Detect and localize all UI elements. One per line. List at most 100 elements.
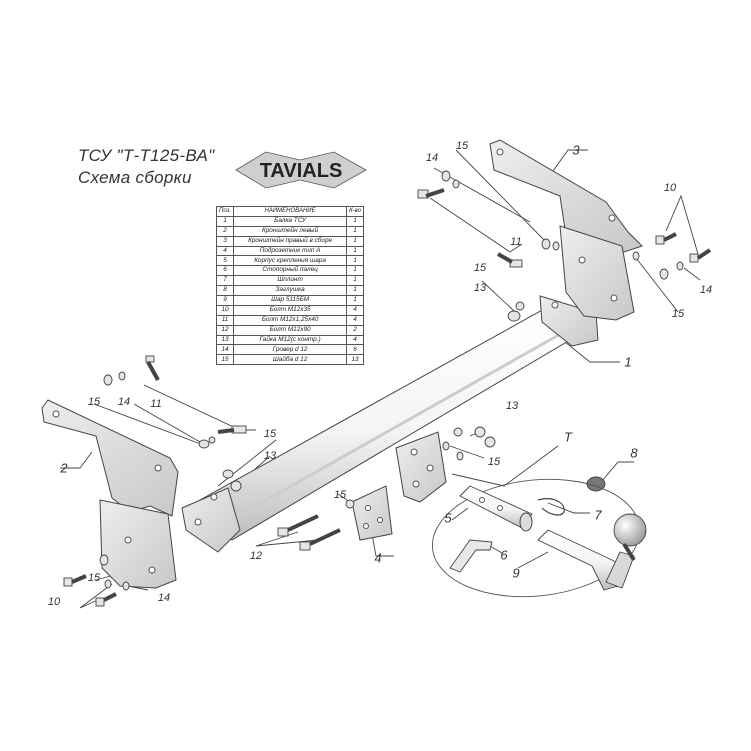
callout-10-left: 10 [47,596,61,608]
callout-7: 7 [594,507,602,523]
part-quantity: 1 [346,215,364,227]
callout-9: 9 [512,565,520,581]
part-position: 14 [215,344,235,356]
callout-14-left-top: 14 [117,396,131,408]
callout-11-right: 11 [510,236,522,248]
part-position: 9 [215,295,235,306]
col-header-qty: К-во [346,206,364,217]
callout-15-left-top: 15 [87,396,101,408]
part-quantity: 1 [346,235,364,247]
parts-table-header: Поз. НАИМЕНОВАНИЕ К-во [215,206,364,217]
bolt-11-right-b [497,252,523,268]
left-bracket [41,399,179,589]
callout-15-left-mid: 15 [263,428,277,440]
part-name: Болт М12х35 [233,304,348,316]
part-position: 11 [215,314,235,326]
diagram-title: ТСУ "Т-Т125-ВА" [78,146,215,165]
callout-13-left: 13 [263,450,277,462]
part-quantity: 13 [346,354,364,366]
callout-5: 5 [444,510,452,526]
callout-1: 1 [624,354,632,370]
part-position: 1 [215,215,235,227]
part-position: 5 [215,255,235,267]
tow-bar-beam [181,295,599,553]
callout-14-right: 14 [699,284,713,296]
bolts [63,188,712,607]
part-name: Кронштейн левый [233,225,348,237]
callout-14-right-top: 14 [425,152,439,164]
callout-6: 6 [500,547,508,563]
part-quantity: 1 [346,285,364,297]
part-name: Подрозетник тип А [233,245,348,257]
tavials-logo: TAVIALS [235,151,367,189]
callout-8: 8 [630,445,638,461]
callout-15-right-mid: 15 [473,262,487,274]
part-name: Кронштейн правый в сборе [233,235,348,247]
part-position: 12 [215,324,235,336]
part-name: Болт М12х90 [233,324,348,336]
callout-15-center-right: 15 [487,456,501,468]
bolt-12-a [277,514,319,537]
part-name: Шар 5115БМ [233,295,348,306]
part-quantity: 1 [346,255,364,267]
callout-11-left: 11 [150,398,162,410]
part-quantity: 1 [346,245,364,257]
col-header-name: НАИМЕНОВАНИЕ [233,206,348,217]
ball-set [431,478,647,598]
part-name: Стопорный палец [233,265,348,277]
part-position: 7 [215,275,235,287]
logo-text: TAVIALS [260,160,343,182]
part-quantity: 1 [346,295,364,306]
part-position: 4 [215,245,235,257]
callout-13-right: 13 [473,282,487,294]
callout-T: T [564,429,572,445]
socket-plate [351,485,393,541]
bolt-10-left-b [95,592,117,607]
callout-13-center: 13 [505,400,519,412]
bolt-10-left-a [63,574,87,587]
callout-15-left: 15 [87,572,101,584]
part-position: 13 [215,334,235,346]
part-name: Балка ТСУ [233,215,348,227]
part-position: 10 [215,304,235,316]
part-position: 8 [215,285,235,297]
bolt-11-left-a [145,355,160,381]
bolt-10-right-a [655,232,677,245]
part-quantity: 2 [346,324,364,336]
part-quantity: 6 [346,344,364,356]
part-position: 15 [215,354,235,366]
col-header-pos: Поз. [215,206,235,217]
bolt-12-b [299,528,341,551]
part-quantity: 4 [346,304,364,316]
part-quantity: 4 [346,334,364,346]
part-name: Гайка М12(с контр.) [233,334,348,346]
part-quantity: 1 [346,225,364,237]
part-name: Болт М12х1,25х40 [233,314,348,326]
part-position: 2 [215,225,235,237]
bolt-11-left-b [217,425,247,434]
part-name: Шплинт [233,275,348,287]
callout-3: 3 [572,142,580,158]
part-name: Заглушка [233,285,348,297]
callout-12: 12 [249,550,263,562]
bolt-10-right-b [689,248,712,263]
part-name: Корпус крепления шара [233,255,348,267]
part-name: Шайба d 12 [233,354,348,366]
callout-15-center: 15 [333,489,347,501]
